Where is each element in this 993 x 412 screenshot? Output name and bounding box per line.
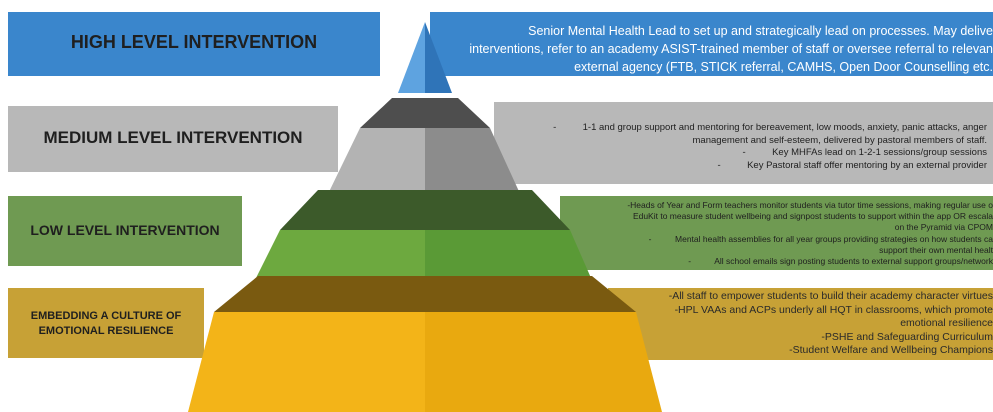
pyramid-base-left-face <box>188 312 425 412</box>
medium-level-label-band: MEDIUM LEVEL INTERVENTION <box>8 106 338 172</box>
high-level-description-band: Senior Mental Health Lead to set up and … <box>430 12 993 76</box>
pyramid-top-left-face <box>398 22 425 93</box>
pyramid-tier2-left-face <box>326 128 425 198</box>
low-level-label-band: LOW LEVEL INTERVENTION <box>8 196 242 266</box>
embedding-culture-label-band: EMBEDDING A CULTURE OF EMOTIONAL RESILIE… <box>8 288 204 358</box>
high-level-description: Senior Mental Health Lead to set up and … <box>469 24 993 74</box>
high-level-label: HIGH LEVEL INTERVENTION <box>70 32 318 52</box>
embedding-culture-label: EMBEDDING A CULTURE OF EMOTIONAL RESILIE… <box>30 310 182 337</box>
low-level-description: -Heads of Year and Form teachers monitor… <box>627 200 993 267</box>
embedding-culture-description: -All staff to empower students to build … <box>668 290 993 356</box>
medium-level-label: MEDIUM LEVEL INTERVENTION <box>43 128 303 147</box>
pyramid-tier2-top-face <box>360 98 490 128</box>
pyramid-tier2-right-face <box>425 128 522 198</box>
high-level-label-band: HIGH LEVEL INTERVENTION <box>8 12 380 76</box>
embedding-culture-description-band: -All staff to empower students to build … <box>608 288 993 360</box>
medium-level-description: - 1-1 and group support and mentoring fo… <box>553 122 987 171</box>
low-level-label: LOW LEVEL INTERVENTION <box>30 222 220 238</box>
medium-level-description-band: - 1-1 and group support and mentoring fo… <box>494 102 993 184</box>
pyramid-top-right-face <box>425 22 452 93</box>
pyramid-base-top-face <box>214 276 636 312</box>
pyramid-base-right-face <box>425 312 662 412</box>
low-level-description-band: -Heads of Year and Form teachers monitor… <box>560 196 993 270</box>
pyramid-tier3-top-face <box>280 190 570 230</box>
